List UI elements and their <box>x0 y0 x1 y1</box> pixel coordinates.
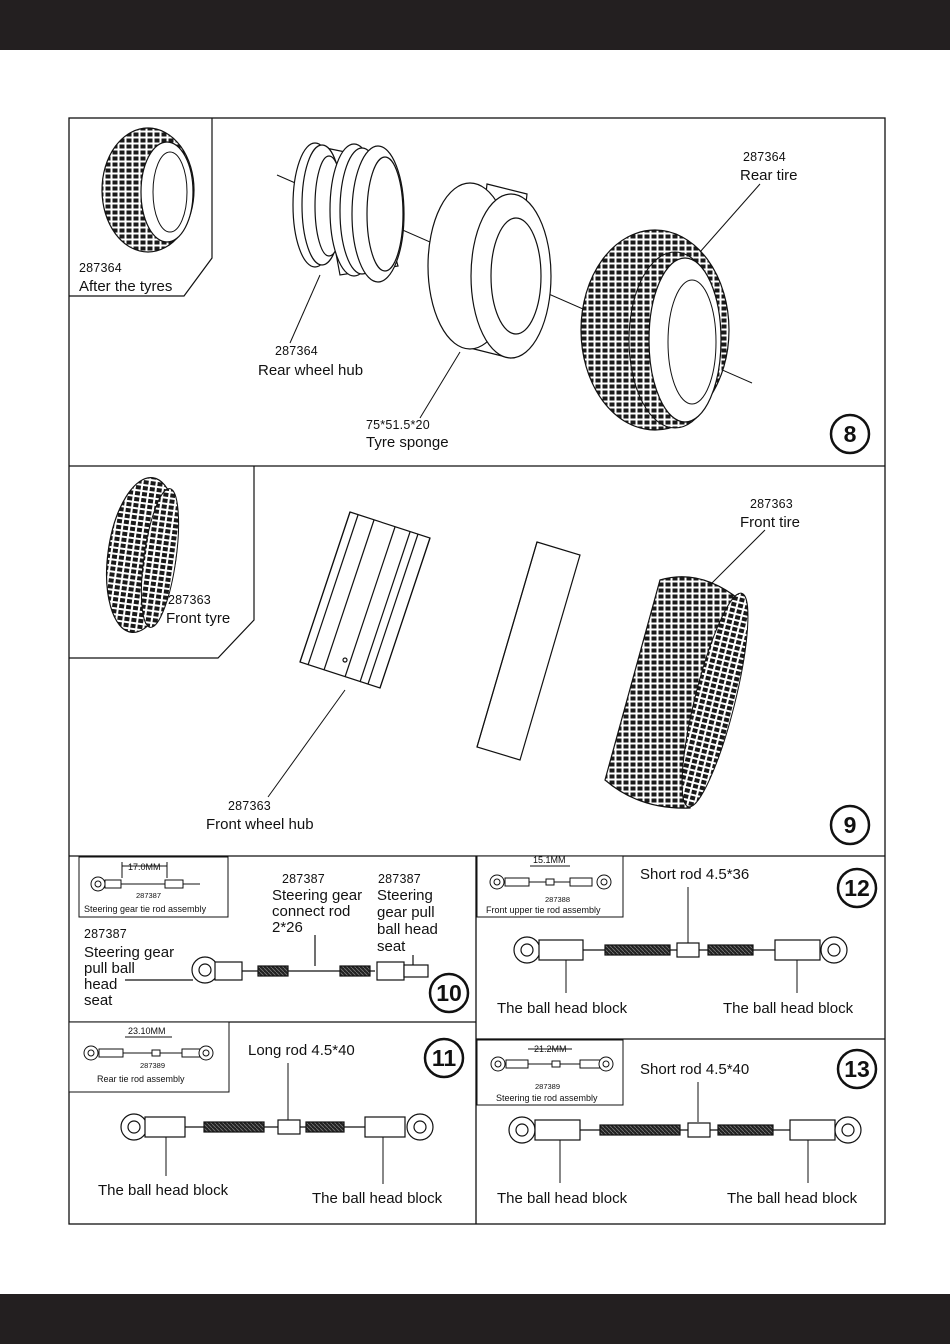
inset-front-tyre <box>106 477 180 633</box>
inset-caption: Rear tie rod assembly <box>97 1074 185 1084</box>
inset-rod <box>489 865 612 890</box>
svg-text:10: 10 <box>436 980 462 1006</box>
right-label: The ball head block <box>723 1000 854 1017</box>
inset-code: 287388 <box>545 895 570 904</box>
mid-line2: connect rod <box>272 903 350 920</box>
inset-code: 287364 <box>79 261 122 275</box>
bottom-bar <box>0 1294 950 1344</box>
step-number-11: 11 <box>423 1037 465 1079</box>
right-line1: Steering <box>377 887 433 904</box>
right-line4: seat <box>377 938 406 955</box>
tie-rod <box>513 936 848 964</box>
svg-text:9: 9 <box>844 812 857 838</box>
inset-code: 287389 <box>535 1082 560 1091</box>
tie-rod <box>508 1116 862 1144</box>
front-wheel-hub <box>299 511 431 689</box>
step-8-panel: 287364 After the tyres 287364 Rear wheel… <box>69 118 871 455</box>
step-9-panel: 287363 Front tyre 287363 Front wheel hub <box>69 466 871 846</box>
rear-tire <box>580 229 730 431</box>
step-number-8: 8 <box>829 413 871 455</box>
inset-dim: 23.10MM <box>128 1026 166 1036</box>
right-label: The ball head block <box>727 1190 858 1207</box>
inset-dim: 17.0MM <box>128 862 161 872</box>
inset-label: After the tyres <box>79 278 172 295</box>
tire-code: 287364 <box>743 150 786 164</box>
svg-text:13: 13 <box>844 1056 870 1082</box>
inset-rod <box>490 1048 614 1072</box>
tire-label: Rear tire <box>740 167 798 184</box>
hub-code: 287364 <box>275 344 318 358</box>
inset-caption: Steering tie rod assembly <box>496 1093 598 1103</box>
tyre-sponge <box>427 182 552 359</box>
inset-caption: Steering gear tie rod assembly <box>84 904 207 914</box>
hub-label: Rear wheel hub <box>258 362 363 379</box>
tire-label: Front tire <box>740 514 800 531</box>
step-13-panel: 21.2MM 287389 Steering tie rod assembly … <box>476 1039 878 1207</box>
sponge-size: 75*51.5*20 <box>366 418 430 432</box>
right-code: 287387 <box>378 872 421 886</box>
step-10-panel: 17.0MM 287387 Steering gear tie rod asse… <box>78 856 470 1014</box>
front-sponge <box>476 541 581 761</box>
inset-dim: 21.2MM <box>534 1044 567 1054</box>
tie-rod <box>125 935 429 984</box>
left-label: The ball head block <box>497 1190 628 1207</box>
tie-rod <box>120 1113 434 1141</box>
step-11-panel: 23.10MM 287389 Rear tie rod assembly Lon… <box>68 1021 465 1207</box>
inset-label: Front tyre <box>166 610 230 627</box>
inset-code: 287363 <box>168 593 211 607</box>
rod-label: Short rod 4.5*36 <box>640 866 749 883</box>
tire-code: 287363 <box>750 497 793 511</box>
sponge-label: Tyre sponge <box>366 434 449 451</box>
step-12-panel: 15.1MM 287388 Front upper tie rod assemb… <box>476 855 878 1017</box>
inset-rear-tyre <box>101 127 195 253</box>
inset-code: 287387 <box>136 891 161 900</box>
svg-text:11: 11 <box>432 1045 457 1071</box>
inset-rod <box>90 862 200 892</box>
inset-rod <box>83 1036 214 1061</box>
step-number-12: 12 <box>836 867 878 909</box>
right-line3: ball head <box>377 921 438 938</box>
left-line3: head <box>84 976 117 993</box>
step-number-13: 13 <box>836 1048 878 1090</box>
right-line2: gear pull <box>377 904 435 921</box>
mid-code: 287387 <box>282 872 325 886</box>
step-number-10: 10 <box>428 972 470 1014</box>
mid-line3: 2*26 <box>272 919 303 936</box>
top-bar <box>0 0 950 50</box>
step-number-9: 9 <box>829 804 871 846</box>
left-code: 287387 <box>84 927 127 941</box>
rod-label: Long rod 4.5*40 <box>248 1042 355 1059</box>
left-label: The ball head block <box>497 1000 628 1017</box>
mid-line1: Steering gear <box>272 887 362 904</box>
left-label: The ball head block <box>98 1182 229 1199</box>
svg-text:8: 8 <box>844 421 857 447</box>
hub-label: Front wheel hub <box>206 816 314 833</box>
right-label: The ball head block <box>312 1190 443 1207</box>
left-line4: seat <box>84 992 113 1009</box>
rod-label: Short rod 4.5*40 <box>640 1061 749 1078</box>
inset-dim: 15.1MM <box>533 855 566 865</box>
hub-code: 287363 <box>228 799 271 813</box>
front-tire <box>604 576 749 809</box>
left-line2: pull ball <box>84 960 135 977</box>
rear-wheel-hub <box>292 142 405 283</box>
svg-text:12: 12 <box>844 875 870 901</box>
inset-code: 287389 <box>140 1061 165 1070</box>
left-line1: Steering gear <box>84 944 174 961</box>
inset-caption: Front upper tie rod assembly <box>486 905 601 915</box>
